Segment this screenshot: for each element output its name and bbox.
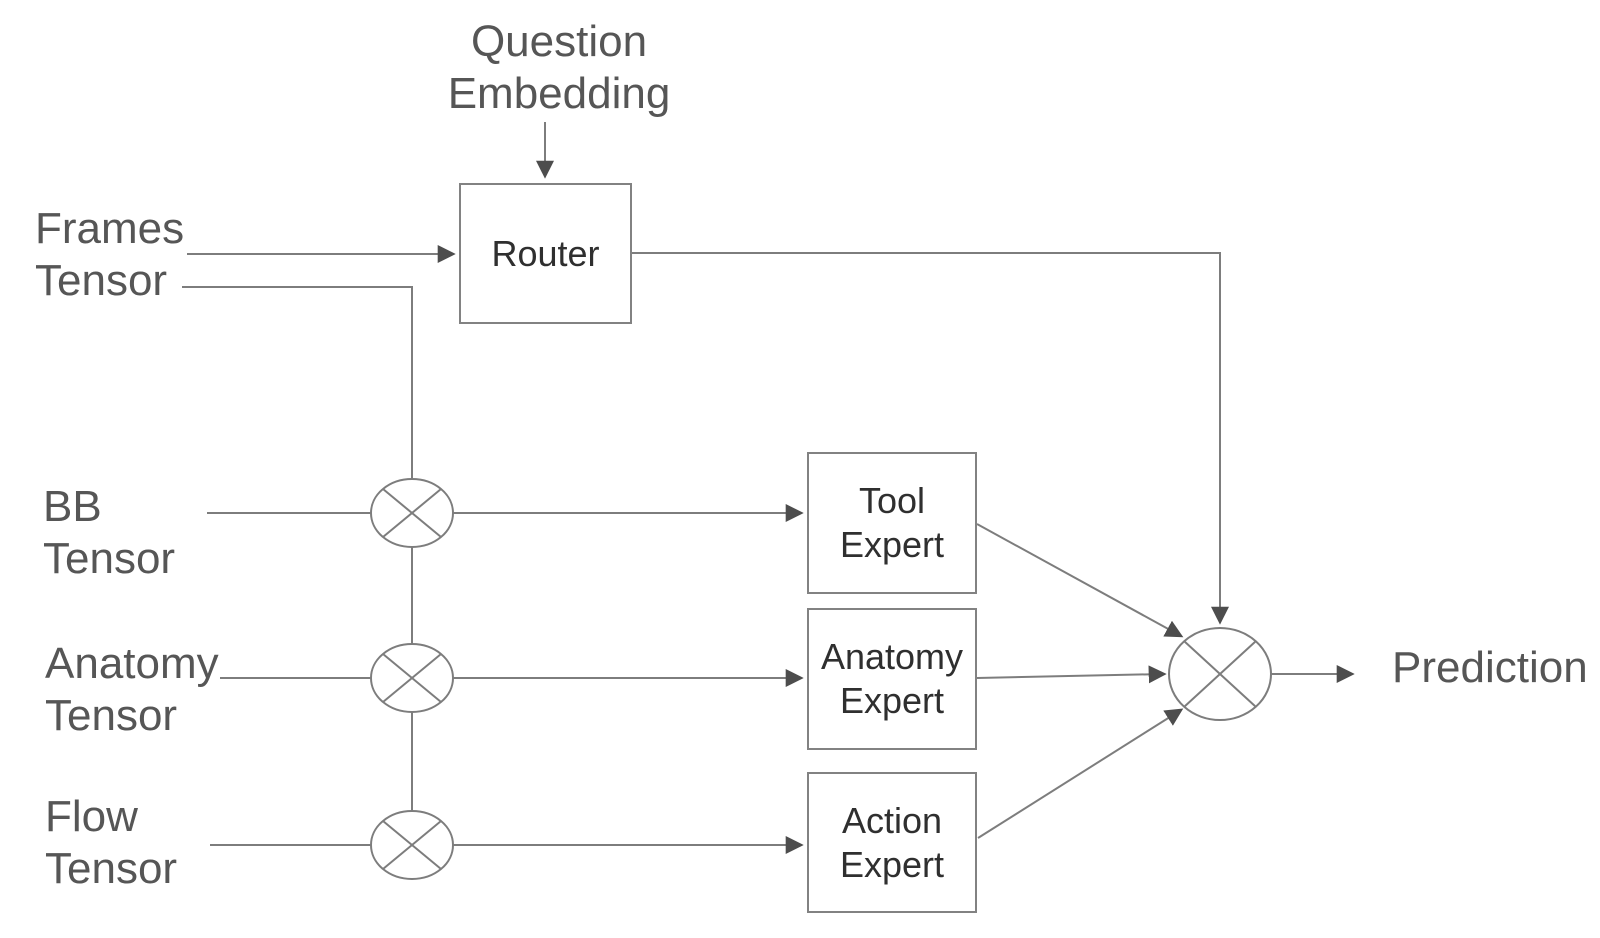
question-embedding-label: Question Embedding: [447, 17, 671, 118]
edge-anatomy-expert-to-output-multiplier: [976, 665, 1167, 684]
edge-action-expert-to-output-multiplier: [977, 708, 1184, 839]
anatomy-tensor-label: Anatomy Tensor: [45, 639, 219, 740]
router-box: Router: [459, 183, 632, 324]
bb-tensor-label: BB Tensor: [43, 482, 176, 583]
edge-router-to-output-multiplier: [632, 252, 1229, 625]
prediction-label: Prediction: [1392, 643, 1588, 692]
tensor-product-icon-flow: [370, 810, 454, 880]
tool-expert-label: Tool Expert: [839, 480, 945, 565]
flow-tensor-label: Flow Tensor: [45, 792, 178, 893]
edge-tool-expert-to-output-multiplier: [976, 523, 1184, 638]
tensor-product-icon-bb: [370, 478, 454, 548]
tensor-product-icon-output: [1168, 627, 1272, 721]
router-label: Router: [491, 232, 600, 274]
action-expert-box: Action Expert: [807, 772, 977, 913]
tool-expert-box: Tool Expert: [807, 452, 977, 594]
action-expert-label: Action Expert: [839, 799, 945, 885]
frames-tensor-label: Frames Tensor: [35, 204, 185, 305]
anatomy-expert-box: Anatomy Expert: [807, 608, 977, 750]
anatomy-expert-label: Anatomy Expert: [820, 636, 964, 721]
tensor-product-icon-anatomy: [370, 643, 454, 713]
edge-frames-tensor-branch-to-multipliers: [182, 286, 413, 812]
